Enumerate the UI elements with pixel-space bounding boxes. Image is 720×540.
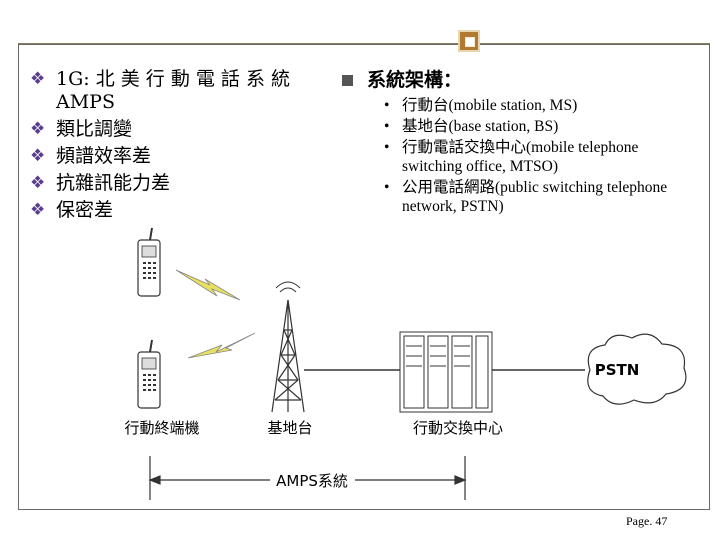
lightning-icon (188, 333, 255, 358)
amps-system-label: AMPS系統 (276, 472, 348, 490)
pstn-label: PSTN (595, 361, 640, 379)
switch-cabinet-icon (400, 332, 492, 412)
lightning-icon (176, 270, 240, 300)
page-number: Page. 47 (626, 514, 667, 529)
mobile-phone-icon (138, 340, 160, 408)
mobile-phone-icon (138, 228, 160, 296)
base-station-label: 基地台 (267, 419, 312, 437)
mtso-label: 行動交換中心 (413, 419, 503, 437)
mobile-terminal-label: 行動終端機 (124, 419, 199, 437)
antenna-tower-icon (272, 282, 304, 412)
